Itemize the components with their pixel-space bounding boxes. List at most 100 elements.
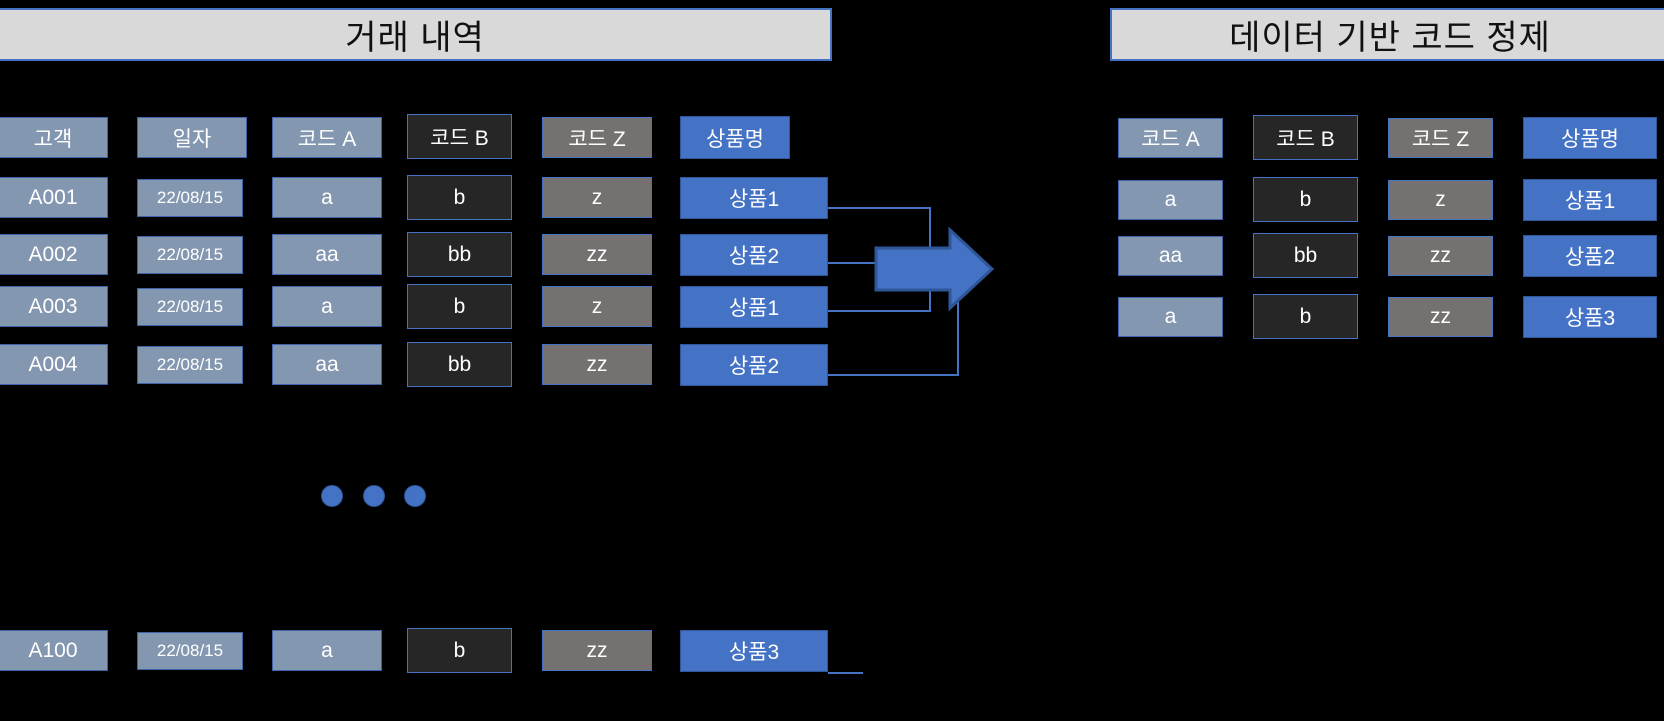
left-cell-r2c2: a xyxy=(272,286,382,327)
left-section-title: 거래 내역 xyxy=(0,8,832,61)
cell-text: zz xyxy=(1430,244,1451,267)
cell-text: 일자 xyxy=(172,127,212,151)
right-section-title-text: 데이터 기반 코드 정제 xyxy=(1229,19,1551,57)
cell-text: 코드 Z xyxy=(1411,128,1470,151)
cell-text: 코드 A xyxy=(1141,128,1200,151)
cell-text: 22/08/15 xyxy=(156,297,224,316)
cell-text: 상품명 xyxy=(1561,128,1619,151)
cell-text: 상품명 xyxy=(706,127,764,151)
cell-text: zz xyxy=(1430,305,1451,328)
right-cell-r1c1: bb xyxy=(1253,233,1358,278)
cell-text: 상품3 xyxy=(728,641,780,664)
cell-text: b xyxy=(453,294,466,318)
process-arrow-icon xyxy=(874,226,995,312)
left-cell-r0c0: A001 xyxy=(0,177,108,218)
cell-text: 코드 B xyxy=(430,126,489,150)
left-cell-r3c1: 22/08/15 xyxy=(137,346,243,384)
left-cell-r3c2: aa xyxy=(272,344,382,385)
left-cell-last-c1: 22/08/15 xyxy=(137,632,243,670)
left-col-header-code-a: 코드 A xyxy=(272,117,382,158)
cell-text: b xyxy=(453,638,466,662)
cell-text: z xyxy=(591,185,603,209)
right-cell-r1c2: zz xyxy=(1388,236,1493,276)
right-section-title: 데이터 기반 코드 정제 xyxy=(1110,8,1664,61)
cell-text: 상품1 xyxy=(728,297,780,320)
left-cell-r1c4: zz xyxy=(542,234,652,275)
cell-text: aa xyxy=(315,352,339,376)
cell-text: 상품2 xyxy=(728,355,780,378)
right-col-header-code-b: 코드 B xyxy=(1253,115,1358,160)
ellipsis-dot-3 xyxy=(404,485,426,507)
cell-text: b xyxy=(1299,304,1312,328)
left-cell-last-c2: a xyxy=(272,630,382,671)
right-cell-r2c3: 상품3 xyxy=(1523,296,1657,338)
cell-text: 상품2 xyxy=(728,245,780,268)
cell-text: bb xyxy=(447,352,472,376)
left-section-title-text: 거래 내역 xyxy=(345,19,485,57)
cell-text: aa xyxy=(1158,244,1183,267)
cell-text: a xyxy=(321,638,333,662)
left-cell-r3c5: 상품2 xyxy=(680,344,828,386)
left-cell-r0c4: z xyxy=(542,177,652,218)
cell-text: a xyxy=(1164,305,1177,328)
left-cell-r3c4: zz xyxy=(542,344,652,385)
cell-text: bb xyxy=(1293,243,1318,267)
left-cell-last-c5: 상품3 xyxy=(680,630,828,672)
cell-text: A001 xyxy=(28,185,78,209)
left-cell-r0c5: 상품1 xyxy=(680,177,828,219)
left-cell-r2c1: 22/08/15 xyxy=(137,288,243,326)
right-cell-r1c0: aa xyxy=(1118,236,1223,276)
cell-text: z xyxy=(591,294,603,318)
left-cell-last-c0: A100 xyxy=(0,630,108,671)
left-cell-r2c5: 상품1 xyxy=(680,286,828,328)
right-cell-r0c2: z xyxy=(1388,180,1493,220)
left-cell-r1c3: bb xyxy=(407,232,512,277)
left-cell-r0c2: a xyxy=(272,177,382,218)
right-cell-r0c1: b xyxy=(1253,177,1358,222)
cell-text: A002 xyxy=(28,242,78,266)
cell-text: a xyxy=(321,294,333,318)
right-cell-r0c0: a xyxy=(1118,180,1223,220)
left-cell-r0c3: b xyxy=(407,175,512,220)
left-cell-r2c0: A003 xyxy=(0,286,108,327)
left-cell-r3c0: A004 xyxy=(0,344,108,385)
cell-text: zz xyxy=(586,242,608,266)
left-col-header-code-b: 코드 B xyxy=(407,114,512,159)
left-col-header-date: 일자 xyxy=(137,117,247,158)
left-col-header-customer: 고객 xyxy=(0,117,108,158)
right-cell-r2c1: b xyxy=(1253,294,1358,339)
left-cell-r1c0: A002 xyxy=(0,234,108,275)
cell-text: a xyxy=(1164,188,1177,211)
right-col-header-code-z: 코드 Z xyxy=(1388,118,1493,158)
cell-text: aa xyxy=(315,242,339,266)
right-cell-r2c0: a xyxy=(1118,297,1223,337)
ellipsis-dot-1 xyxy=(321,485,343,507)
cell-text: a xyxy=(321,185,333,209)
right-cell-r1c3: 상품2 xyxy=(1523,235,1657,277)
left-cell-r1c5: 상품2 xyxy=(680,234,828,276)
right-cell-r2c2: zz xyxy=(1388,297,1493,337)
left-col-header-product: 상품명 xyxy=(680,116,790,159)
cell-text: 상품3 xyxy=(1564,307,1616,330)
left-cell-r1c2: aa xyxy=(272,234,382,275)
cell-text: zz xyxy=(586,638,608,662)
cell-text: b xyxy=(453,185,466,209)
cell-text: 22/08/15 xyxy=(156,355,224,374)
cell-text: 코드 Z xyxy=(568,127,626,151)
cell-text: A003 xyxy=(28,294,78,318)
cell-text: 22/08/15 xyxy=(156,245,224,264)
right-col-header-code-a: 코드 A xyxy=(1118,118,1223,158)
left-cell-r3c3: bb xyxy=(407,342,512,387)
right-col-header-product: 상품명 xyxy=(1523,117,1657,159)
left-cell-last-c3: b xyxy=(407,628,512,673)
cell-text: 코드 A xyxy=(297,127,357,151)
cell-text: zz xyxy=(586,352,608,376)
cell-text: 상품2 xyxy=(1564,246,1616,269)
cell-text: 상품1 xyxy=(728,188,780,211)
cell-text: 22/08/15 xyxy=(156,188,224,207)
right-cell-r0c3: 상품1 xyxy=(1523,179,1657,221)
cell-text: A004 xyxy=(28,352,78,376)
left-cell-last-c4: zz xyxy=(542,630,652,671)
